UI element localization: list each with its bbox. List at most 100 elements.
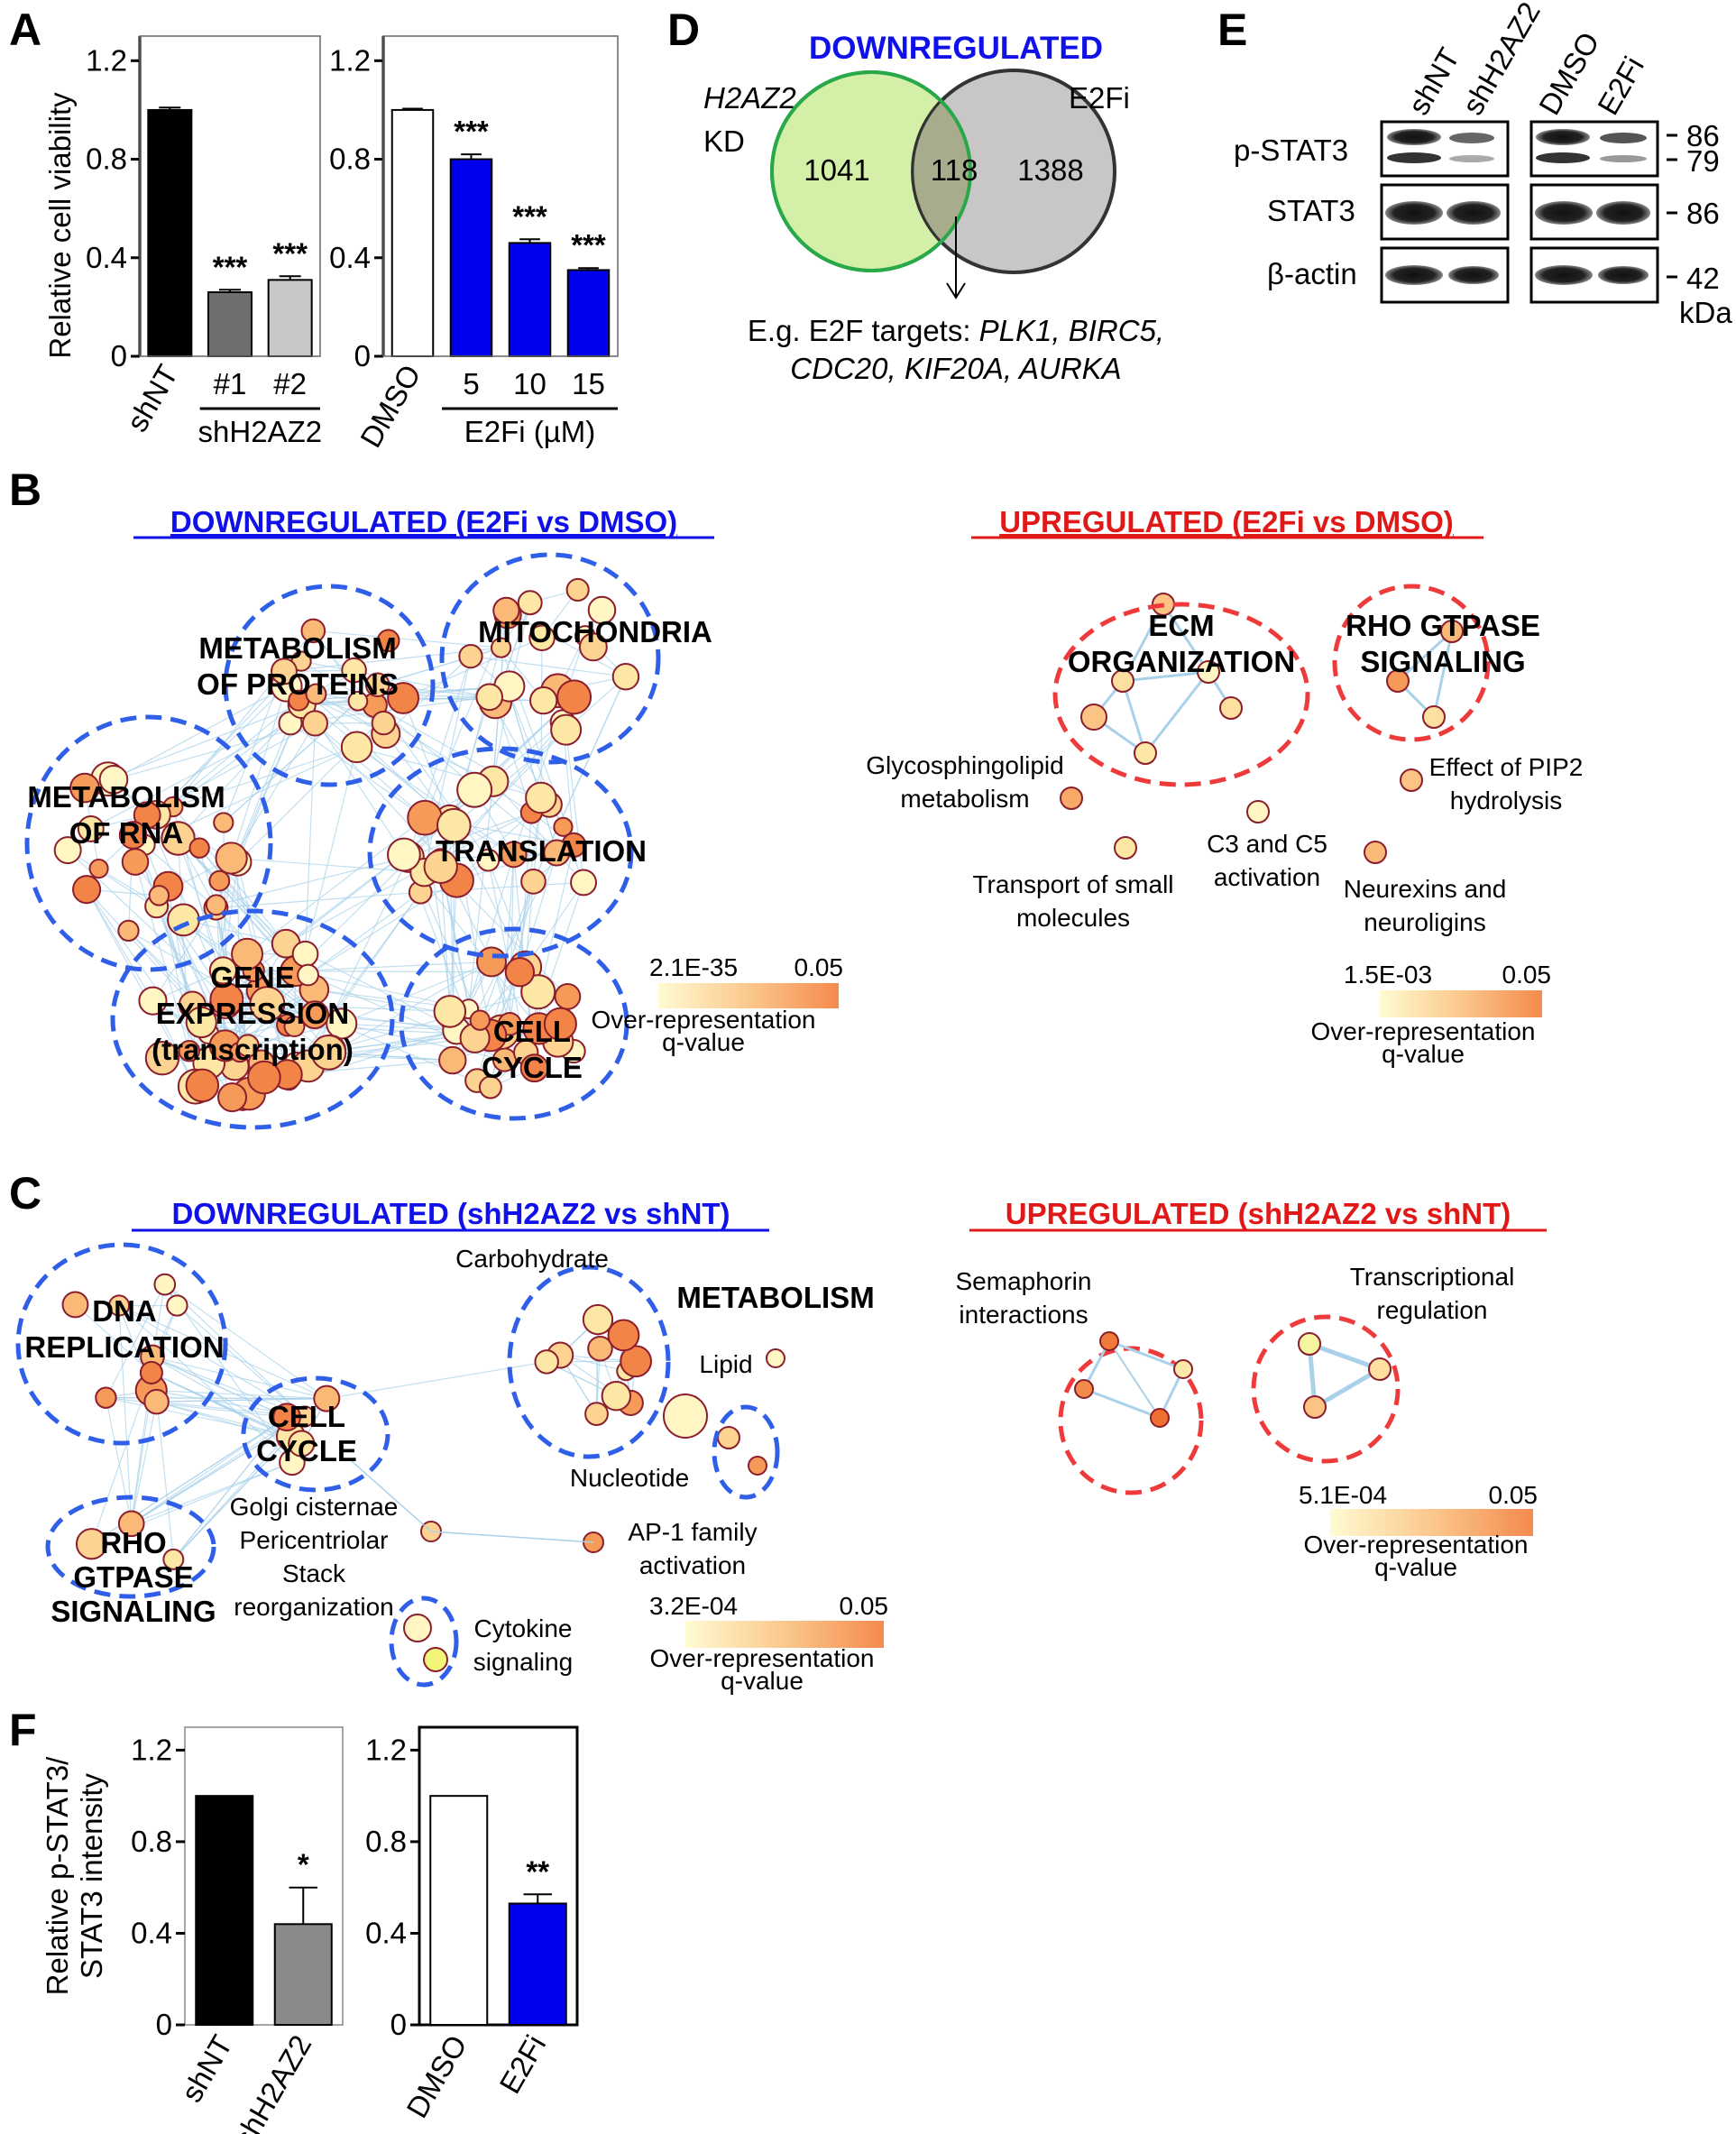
- y-tick-label: 0: [156, 2008, 172, 2041]
- network-node: [249, 986, 286, 1023]
- network-edge: [106, 1397, 291, 1438]
- b-cluster-gene-expression-2: EXPRESSION: [156, 997, 350, 1030]
- network-node: [476, 848, 501, 872]
- network-node: [1440, 620, 1464, 643]
- network-edge: [151, 1372, 302, 1445]
- network-node: [520, 974, 556, 1010]
- network-node: [153, 1273, 177, 1296]
- network-edge: [288, 891, 421, 1081]
- network-node: [582, 1303, 614, 1336]
- b-cluster-ecm-1: ECM: [1148, 609, 1214, 642]
- panel-label-f: F: [9, 1705, 37, 1755]
- network-edge: [468, 781, 494, 1009]
- c-cluster-rho-1: RHO: [100, 1526, 166, 1559]
- b-cluster-ecm-2: ORGANIZATION: [1068, 645, 1295, 678]
- x-tick-label: E2Fi: [492, 2029, 552, 2099]
- c-term-lipid: Lipid: [699, 1350, 752, 1378]
- plot-frame: [382, 35, 619, 357]
- significance-marker: ***: [571, 228, 606, 262]
- network-edge: [295, 961, 492, 972]
- b-cluster-gene-expression-1: GENE: [210, 961, 295, 994]
- network-edge: [239, 1051, 453, 1062]
- c-term-golgi-2: Pericentriolar: [240, 1526, 389, 1554]
- network-node: [117, 919, 140, 943]
- legend-c-right-min: 5.1E-04: [1299, 1481, 1387, 1509]
- x-tick-label: DMSO: [400, 2029, 473, 2123]
- marker-86-a: 86: [1686, 119, 1720, 152]
- network-edge: [1144, 671, 1210, 754]
- x-tick-label: #1: [214, 367, 247, 400]
- network-edge: [470, 656, 626, 677]
- network-edge: [106, 1397, 288, 1418]
- network-edge: [151, 1389, 327, 1400]
- network-edge: [152, 1356, 288, 1418]
- network-edge: [152, 1356, 327, 1400]
- b-cluster-mitochondria: MITOCHONDRIA: [478, 615, 712, 648]
- network-edge: [402, 697, 451, 820]
- c-term-transcriptional-2: regulation: [1377, 1296, 1488, 1324]
- group-label: E2Fi (µM): [464, 415, 596, 448]
- network-edge: [216, 856, 409, 906]
- plot-frame: [139, 35, 321, 357]
- b-term-neurexin-1: Neurexins and: [1344, 875, 1507, 903]
- legend-c-left-title2: q-value: [721, 1667, 804, 1695]
- venn-arrow: [946, 216, 966, 299]
- y-tick-label: 0: [111, 339, 127, 373]
- network-node: [77, 815, 105, 842]
- row-label-actin: β-actin: [1267, 257, 1357, 290]
- network-node: [205, 894, 227, 916]
- c-left-title: DOWNREGULATED (shH2AZ2 vs shNT): [171, 1197, 730, 1230]
- c-cluster-cellcycle-1: CELL: [268, 1400, 345, 1433]
- bar-shNT: [147, 108, 193, 358]
- network-edge: [453, 825, 491, 1036]
- network-node: [543, 1007, 577, 1041]
- network-node: [607, 1319, 640, 1352]
- network-edge: [430, 1531, 594, 1543]
- network-node: [185, 1006, 217, 1039]
- b-cluster-rho-1: RHO GTPASE: [1346, 609, 1540, 642]
- network-node: [247, 1060, 281, 1095]
- legend-c-left-max: 0.05: [840, 1592, 889, 1620]
- network-node: [478, 1075, 502, 1099]
- legend-b-left-min: 2.1E-35: [649, 953, 738, 981]
- network-edge: [1162, 603, 1210, 673]
- c-term-transcriptional-1: Transcriptional: [1350, 1263, 1515, 1291]
- y-tick-label: 0: [390, 2008, 407, 2041]
- legend-b-right: 1.5E-03 0.05 Over-representation q-value: [1310, 961, 1551, 1068]
- c-term-golgi-4: reorganization: [234, 1593, 393, 1621]
- c-term-nucleotide: Nucleotide: [570, 1464, 689, 1492]
- network-nodes: [61, 1273, 652, 1570]
- clusters-c-down: [15, 1242, 780, 1688]
- network-edge: [164, 1283, 306, 1417]
- y-tick-label: 0.8: [329, 143, 371, 176]
- y-tick-label: 0.4: [86, 241, 127, 274]
- network-node: [565, 577, 590, 602]
- network-node: [601, 1381, 632, 1412]
- network-node: [1364, 841, 1387, 864]
- network-node: [517, 590, 543, 616]
- network-edge: [223, 700, 359, 823]
- network-node: [504, 957, 536, 988]
- bar-shH2AZ2: [273, 1923, 333, 2026]
- network-edge: [595, 1320, 599, 1414]
- b-term-glyco-2: metabolism: [900, 785, 1029, 813]
- network-edge: [86, 888, 153, 1001]
- network-edge: [152, 1356, 291, 1438]
- significance-marker: ***: [213, 250, 248, 283]
- network-node: [456, 771, 493, 808]
- network-nodes: [53, 577, 640, 1113]
- legend-b-left-title2: q-value: [662, 1028, 745, 1056]
- network-node: [301, 710, 328, 737]
- b-right-title: UPREGULATED (E2Fi vs DMSO): [999, 505, 1454, 538]
- network-node: [717, 1426, 740, 1449]
- ylabel-a: Relative cell viability: [43, 92, 77, 359]
- b-term-c3c5-1: C3 and C5: [1207, 830, 1327, 858]
- network-c-up: [1058, 1314, 1401, 1495]
- network-node: [1134, 741, 1157, 765]
- network-node: [490, 637, 512, 658]
- network-edge: [172, 746, 357, 808]
- network-node: [500, 841, 528, 869]
- network-edge: [246, 817, 426, 955]
- row-label-pstat3: p-STAT3: [1234, 133, 1348, 167]
